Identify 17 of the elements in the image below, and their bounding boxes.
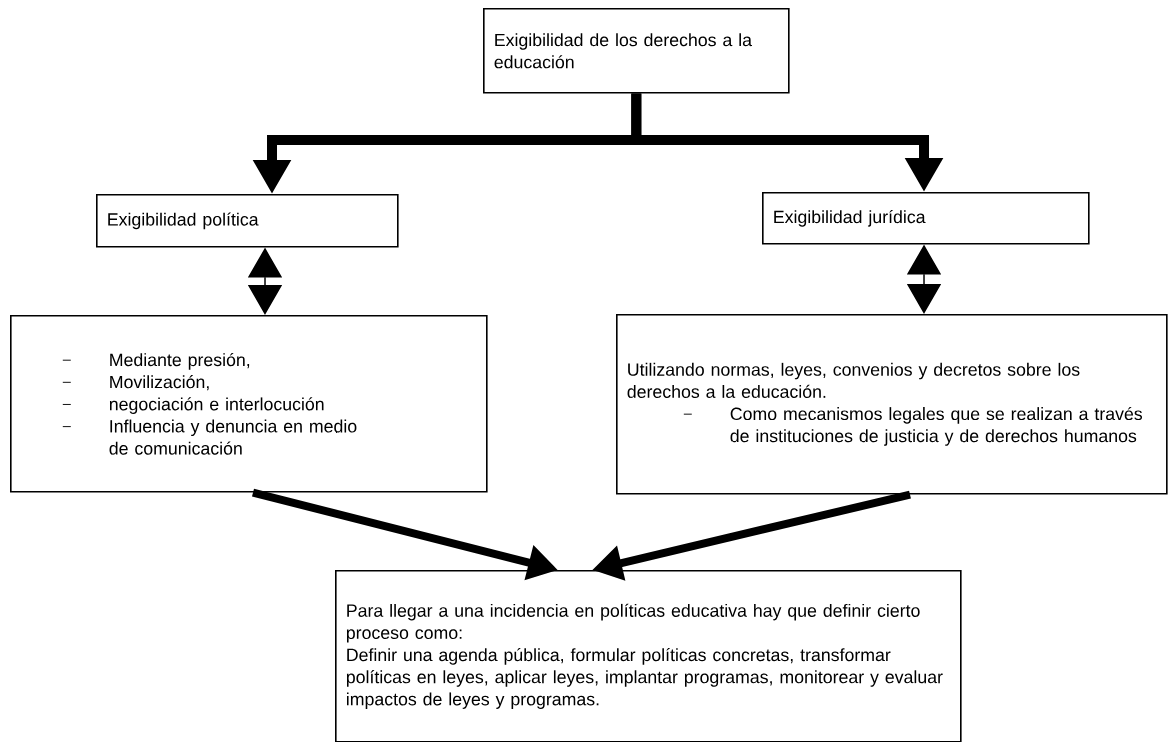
box-label: Exigibilidad de los derechos a la educación <box>494 33 752 69</box>
paragraph: Definir una agenda pública, formular políticas concretas, transformar políticas en leyes, aplicar leyes, implantar programas, monitorear y evaluar impactos de leyes y programas. <box>346 647 943 709</box>
box-label: Exigibilidad jurídica <box>774 209 926 227</box>
text-box <box>483 8 790 94</box>
list-item: Movilización, <box>110 375 209 391</box>
text-box <box>616 314 1168 495</box>
paragraph: Para llegar a una incidencia en políticas educativa hay que definir cierto proceso como: <box>346 603 920 643</box>
list-item: Mediante presión, <box>110 352 250 370</box>
text-box <box>10 315 488 493</box>
list-item: negociación e interlocución <box>109 397 324 414</box>
box-label: Exigibilidad política <box>108 212 259 230</box>
paragraph: Utilizando normas, leyes, convenios y decretos sobre los derechos a la educación. <box>627 362 1080 398</box>
list-item: Influencia y denuncia en medio de comunicación <box>109 419 357 455</box>
text-box <box>762 192 1090 245</box>
list-item: Como mecanismos legales que se realizan a través de instituciones de justicia y de derechos humanos <box>730 406 1143 446</box>
text-box <box>96 194 399 248</box>
text-box <box>335 570 962 742</box>
